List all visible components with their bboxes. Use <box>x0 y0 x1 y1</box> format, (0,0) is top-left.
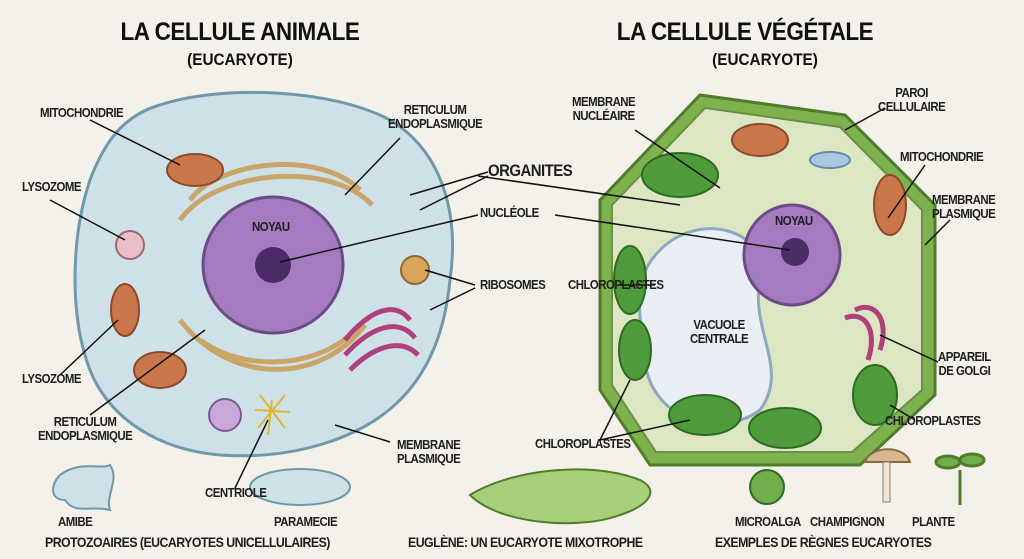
label-paramecie: PARAMECIE <box>274 514 338 529</box>
label-paroi-cellulaire: PAROI CELLULAIRE <box>878 85 946 114</box>
leader-lines <box>49 107 951 489</box>
mitochondrion <box>166 153 224 187</box>
label-vacuole-centrale: VACUOLE CENTRALE <box>690 317 749 346</box>
label-line: NUCLÉAIRE <box>572 108 636 123</box>
label-membrane-plasmique-animal: MEMBRANE PLASMIQUE <box>397 437 461 466</box>
label-line: PAROI <box>895 85 928 100</box>
label-noyau-animal: NOYAU <box>252 219 290 234</box>
label-line: MEMBRANE <box>932 192 996 207</box>
label-line: DE GOLGI <box>938 363 991 378</box>
label-line: RETICULUM <box>403 102 467 117</box>
label-line: APPAREIL <box>938 349 991 364</box>
animal-cell-title: LA CELLULE ANIMALE <box>120 18 360 46</box>
label-line: MEMBRANE <box>572 94 636 109</box>
animal-cell-subtitle: (EUCARYOTE) <box>187 50 293 69</box>
caption-exemples: EXEMPLES DE RÈGNES EUCARYOTES <box>715 534 932 550</box>
label-ribosomes: RIBOSOMES <box>480 277 546 292</box>
caption-euglene: EUGLÈNE: UN EUCARYOTE MIXOTROPHE <box>408 534 643 550</box>
lysosome <box>115 230 145 260</box>
label-line: VACUOLE <box>693 317 745 332</box>
plant-cell-subtitle: (EUCARYOTE) <box>712 50 818 69</box>
label-plante: PLANTE <box>912 514 955 529</box>
label-mitochondrie-plant: MITOCHONDRIE <box>900 149 984 164</box>
label-line: RETICULUM <box>53 414 117 429</box>
label-line: CELLULAIRE <box>878 99 946 114</box>
label-centriole: CENTRIOLE <box>205 485 267 500</box>
animal-cell <box>73 90 454 458</box>
label-nucleole: NUCLÉOLE <box>480 205 539 220</box>
label-amibe: AMIBE <box>58 514 93 529</box>
label-champignon: CHAMPIGNON <box>810 514 885 529</box>
nucleolus <box>255 247 291 283</box>
plant-cell <box>598 93 937 467</box>
label-mitochondrie-animal: MITOCHONDRIE <box>40 105 124 120</box>
label-chloroplastes-left: CHLOROPLASTES <box>568 277 664 292</box>
label-reticulum-bottom: RETICULUM ENDOPLASMIQUE <box>38 414 133 443</box>
caption-protozoaires: PROTOZOAIRES (EUCARYOTES UNICELLULAIRES) <box>45 534 330 550</box>
centriole <box>254 394 291 436</box>
label-line: PLASMIQUE <box>932 206 996 221</box>
label-noyau-plant: NOYAU <box>775 213 813 228</box>
label-appareil-golgi: APPAREIL DE GOLGI <box>938 350 991 378</box>
label-chloroplastes-bottom: CHLOROPLASTES <box>535 436 631 451</box>
label-line: ENDOPLASMIQUE <box>388 116 483 131</box>
plant-cell-title: LA CELLULE VÉGÉTALE <box>616 18 874 46</box>
amoeba <box>52 463 115 512</box>
label-lysozome-bottom: LYSOZOME <box>22 371 81 386</box>
golgi <box>343 307 420 372</box>
microalga <box>749 469 785 505</box>
euglena <box>468 468 652 525</box>
label-line: MEMBRANE <box>397 437 461 452</box>
mushroom <box>863 448 912 463</box>
endoplasmic-reticulum <box>177 162 374 372</box>
plant-sprout <box>934 452 986 505</box>
label-line: PLASMIQUE <box>397 451 461 466</box>
label-line: CENTRALE <box>690 331 749 346</box>
label-membrane-nucleaire: MEMBRANE NUCLÉAIRE <box>572 94 636 123</box>
label-line: ENDOPLASMIQUE <box>38 428 133 443</box>
label-organites: ORGANITES <box>488 161 573 180</box>
paramecium <box>249 468 351 506</box>
label-lysozome-top: LYSOZOME <box>22 179 81 194</box>
label-microalga: MICROALGA <box>735 514 801 529</box>
label-reticulum-top: RETICULUM ENDOPLASMIQUE <box>388 102 483 131</box>
label-membrane-plasmique-plant: MEMBRANE PLASMIQUE <box>932 192 996 221</box>
label-chloroplastes-right: CHLOROPLASTES <box>885 413 981 428</box>
